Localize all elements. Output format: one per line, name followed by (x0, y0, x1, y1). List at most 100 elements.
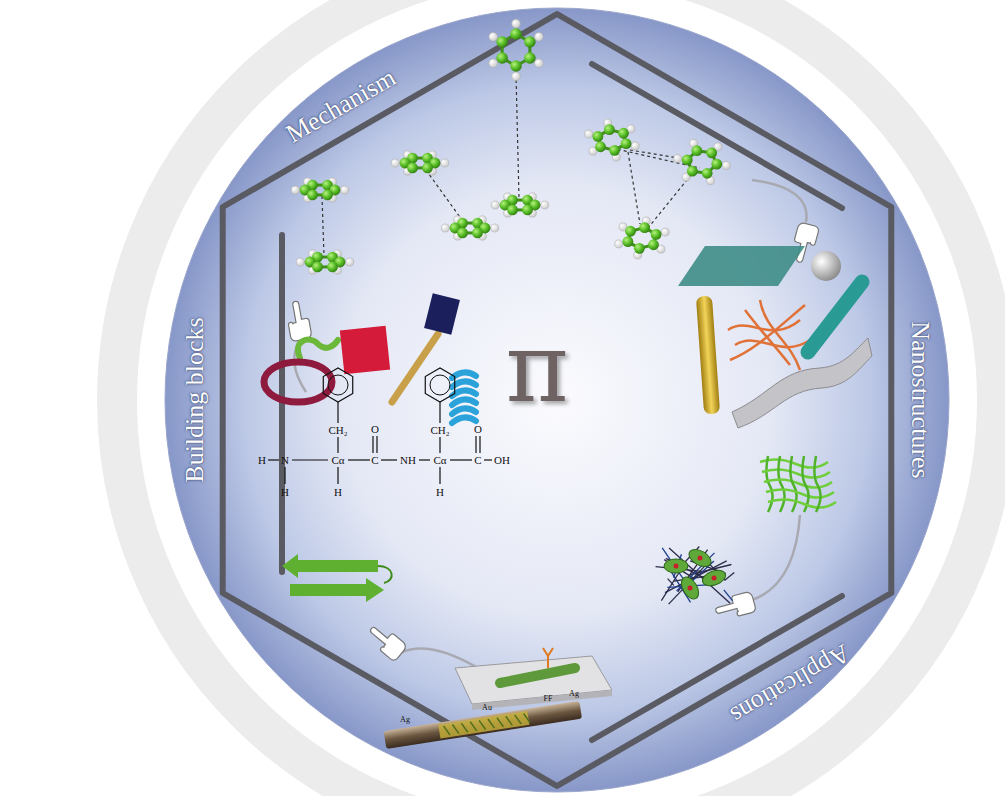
peptide-fill (488, 718, 494, 729)
carbon-atom (524, 36, 536, 48)
device-rod (500, 668, 575, 683)
hydrogen-atom (391, 159, 399, 167)
chemical-bond (484, 459, 492, 460)
carbon-atom (651, 229, 662, 240)
hydrogen-atom (491, 201, 499, 209)
mesh-strand (764, 479, 832, 487)
cell-nucleus (712, 576, 717, 581)
mesh-strand (760, 459, 828, 467)
carbon-atom (706, 147, 717, 158)
atom-label: OH (494, 455, 510, 466)
atom-label: O (474, 424, 482, 435)
phenyl-ring (425, 368, 454, 402)
chemical-bond (337, 467, 338, 484)
benzene-molecule (674, 139, 731, 184)
carbon-atom (593, 131, 604, 142)
mesh-strand (778, 456, 784, 512)
atom-label: Cα (331, 455, 344, 466)
pi-symbol: π (505, 320, 568, 416)
carbon-atom (457, 228, 468, 239)
material-label: Au (482, 704, 492, 712)
nanorod (696, 296, 720, 415)
hydrogen-atom (631, 142, 639, 150)
chemical-bond (292, 459, 328, 460)
atom-label: Cα (433, 455, 446, 466)
hydrogen-atom (674, 155, 682, 163)
mesh-strand (766, 456, 772, 512)
nanosphere (811, 251, 841, 281)
carbon-atom (639, 222, 650, 233)
cell-nucleus (698, 556, 703, 561)
mesh-strand (790, 456, 796, 512)
chemical-bond (475, 436, 476, 453)
scaffold-fiber (724, 590, 733, 601)
peptide-fill (470, 721, 476, 732)
carbon-atom (496, 52, 508, 64)
cell-nucleus (688, 586, 693, 591)
chemical-bond (284, 467, 285, 484)
nanofiber-mesh (760, 456, 836, 512)
carbon-atom (609, 145, 620, 156)
chemical-bond (450, 459, 472, 460)
interaction-line (648, 170, 695, 228)
interaction-line (516, 74, 519, 198)
watermark-ring (117, 0, 997, 796)
beta-turn (378, 566, 392, 583)
aromatic-circle (430, 375, 450, 395)
carbon-atom (687, 166, 698, 177)
hydrogen-atom (296, 258, 304, 266)
atom-label: H (281, 487, 289, 498)
carbon-atom (507, 205, 518, 216)
material-label: Ag (569, 690, 579, 698)
amphiphile-tail (392, 334, 438, 402)
generated-art (264, 19, 872, 749)
carbon-atom (648, 239, 659, 250)
aromatic-circle (328, 375, 348, 395)
chemical-bond (439, 467, 440, 484)
nanofiber (760, 300, 800, 370)
helix-turn (452, 408, 476, 414)
helix-turn (452, 399, 476, 405)
inner-bar (592, 64, 842, 208)
carbon-atom (422, 163, 433, 174)
hydrogen-atom (615, 240, 623, 248)
chemical-bond (348, 459, 370, 460)
peptide-fill (515, 714, 521, 725)
hydrogen-atom (722, 161, 730, 169)
atom-label: CH₂ (430, 425, 449, 436)
pointing-hand (285, 300, 312, 342)
mesh-strand (766, 489, 834, 497)
carbon-atom (522, 205, 533, 216)
carbon-atom (682, 155, 693, 166)
peptide-fill (479, 720, 485, 731)
chemical-bond (439, 437, 440, 453)
interaction-line (322, 196, 324, 256)
mesh-strand (762, 469, 830, 477)
peptide-fill (452, 724, 458, 735)
gold-segment (438, 711, 529, 739)
atom-label: H (334, 487, 342, 498)
carbon-atom (510, 60, 522, 72)
interaction-line (612, 148, 700, 168)
hydrogen-atom (491, 224, 499, 232)
pointing-hand (364, 621, 407, 662)
chemical-bond (376, 436, 377, 453)
amphiphile-head (424, 293, 460, 335)
beta-sheet (282, 554, 378, 578)
atom-label: H (436, 487, 444, 498)
cell (664, 559, 688, 573)
benzene-molecule (585, 119, 640, 161)
carbon-atom (623, 236, 634, 247)
chemical-bond (372, 436, 373, 453)
chemical-bond (337, 402, 338, 423)
chemical-bond (337, 437, 338, 453)
peptide-fill (524, 713, 530, 724)
carbon-atom (691, 145, 702, 156)
flow-arc (402, 648, 478, 668)
cell (700, 567, 727, 588)
benzene-molecule (391, 151, 449, 175)
carbon-atom (634, 243, 645, 254)
peptide-ribbon (298, 340, 338, 358)
benzene-molecule (291, 178, 349, 202)
